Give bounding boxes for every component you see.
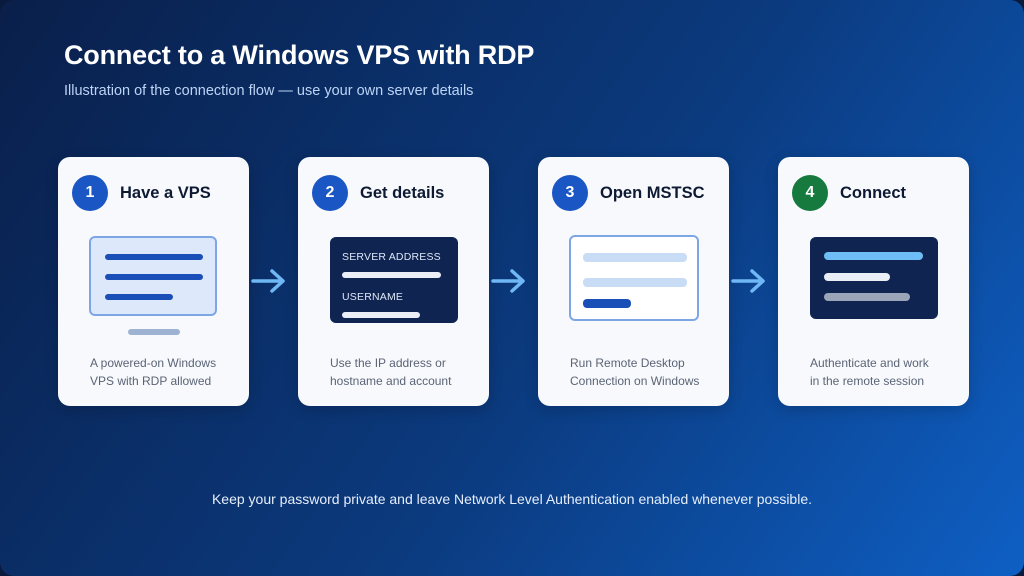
monitor-icon	[89, 236, 217, 316]
step-title: Connect	[840, 184, 906, 202]
monitor-stand	[128, 329, 180, 335]
step-title: Open MSTSC	[600, 184, 705, 202]
page-subtitle: Illustration of the connection flow — us…	[64, 83, 474, 99]
step-title: Have a VPS	[120, 184, 211, 202]
step-number-badge: 2	[312, 175, 348, 211]
step-card-3: 3 Open MSTSC Run Remote Desktop Connecti…	[538, 157, 729, 406]
step-card-4: 4 Connect Authenticate and work in the r…	[778, 157, 969, 406]
step-card-2: 2 Get details SERVER ADDRESS USERNAME Us…	[298, 157, 489, 406]
footer-note: Keep your password private and leave Net…	[211, 491, 813, 507]
step-number-badge: 1	[72, 175, 108, 211]
step-card-1: 1 Have a VPS A powered-on Windows VPS wi…	[58, 157, 249, 406]
arrow-right-icon	[251, 269, 285, 293]
step-title: Get details	[360, 184, 445, 202]
arrow-right-icon	[491, 269, 525, 293]
server-address-label: SERVER ADDRESS	[342, 251, 441, 263]
step-description: Run Remote Desktop Connection on Windows	[570, 356, 700, 388]
credentials-panel-icon: SERVER ADDRESS USERNAME	[330, 237, 458, 323]
step-description: Use the IP address or hostname and accou…	[330, 356, 452, 388]
app-window-icon	[569, 235, 699, 321]
step-description: Authenticate and work in the remote sess…	[810, 356, 929, 388]
arrow-right-icon	[731, 269, 765, 293]
step-number-badge: 3	[552, 175, 588, 211]
page-title: Connect to a Windows VPS with RDP	[64, 40, 535, 70]
step-number-badge: 4	[792, 175, 828, 211]
step-description: A powered-on Windows VPS with RDP allowe…	[90, 356, 217, 388]
username-label: USERNAME	[342, 291, 404, 303]
remote-session-icon	[810, 237, 938, 319]
